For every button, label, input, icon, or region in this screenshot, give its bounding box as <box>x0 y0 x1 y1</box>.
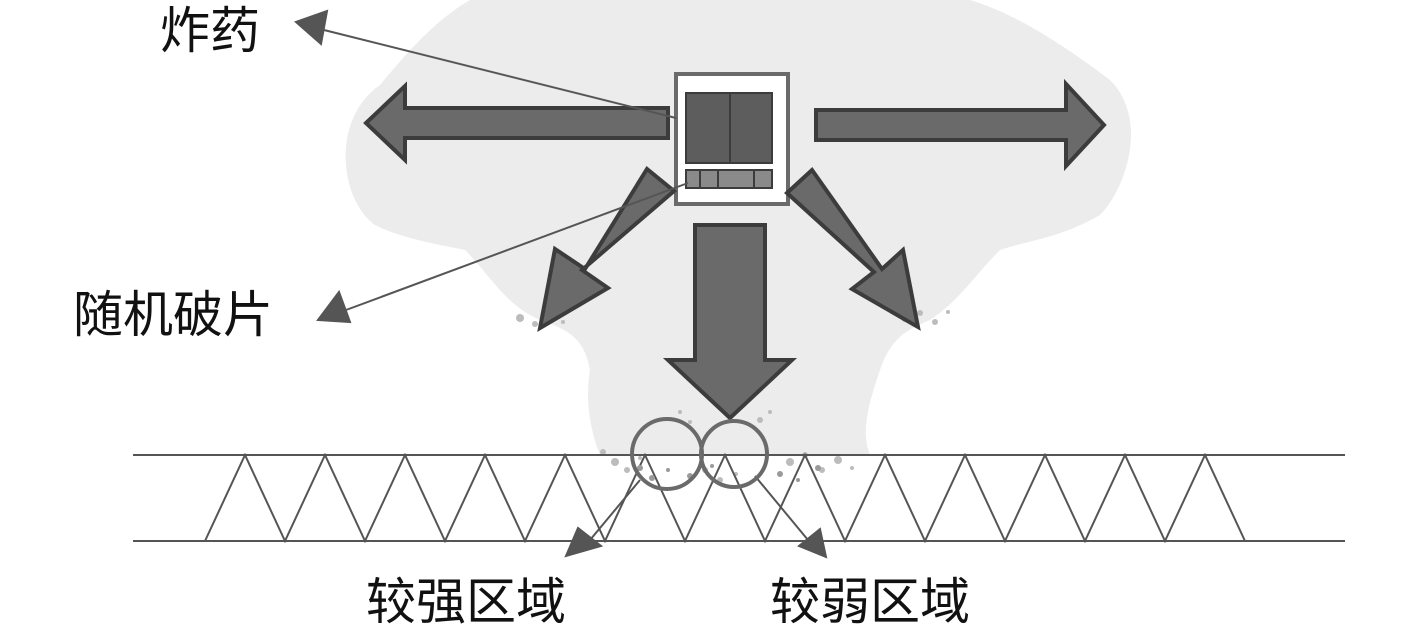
explosive-charge <box>674 72 790 206</box>
leader-weak <box>754 475 809 541</box>
leader-strong <box>589 479 641 541</box>
arrow-down <box>662 223 798 421</box>
truss-structure <box>133 452 1345 544</box>
leader-lines <box>294 9 828 559</box>
charge-body-right <box>729 92 773 164</box>
leader-explosive <box>323 29 677 119</box>
arrowhead-strong <box>564 526 604 558</box>
truss-web <box>204 452 1246 544</box>
charge-casing <box>685 169 773 189</box>
arrowhead-fragments <box>316 289 352 324</box>
arrowhead-weak <box>797 527 828 559</box>
arrowhead-explosive <box>294 9 329 46</box>
label-fragments: 随机破片 <box>73 286 273 344</box>
arrow-right <box>814 78 1107 172</box>
leader-fragments <box>345 182 689 311</box>
charge-body-left <box>685 92 731 164</box>
label-explosive: 炸药 <box>160 2 260 60</box>
label-strong-region: 较强区域 <box>366 573 566 631</box>
weak-region-circle <box>699 419 769 489</box>
arrow-left <box>363 81 670 165</box>
label-weak-region: 较弱区域 <box>770 573 970 631</box>
arrow-down-right <box>784 166 921 331</box>
arrow-down-left <box>537 166 678 332</box>
blast-arrows <box>363 78 1107 421</box>
